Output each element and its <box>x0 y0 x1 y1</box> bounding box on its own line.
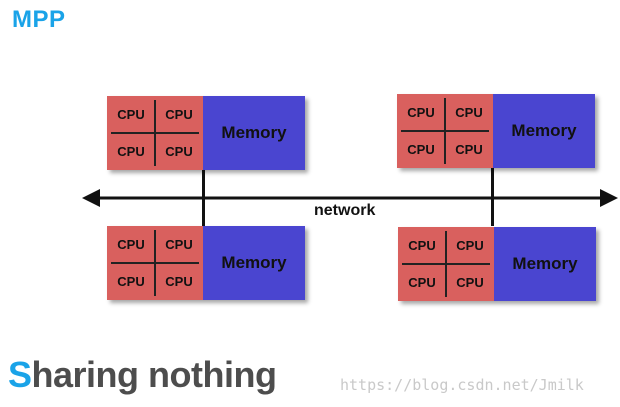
memory-block: Memory <box>203 96 305 170</box>
cpu-cell: CPU <box>456 238 484 253</box>
cpu-cell: CPU <box>407 105 435 120</box>
memory-block: Memory <box>494 227 596 301</box>
cpu-cell: CPU <box>165 237 193 252</box>
footer-caption: Sharing nothing <box>8 354 277 396</box>
cpu-group: CPU CPU CPU CPU <box>398 227 494 301</box>
connector-right <box>491 168 494 226</box>
cpu-cell: CPU <box>456 275 484 290</box>
connector-left <box>202 170 205 226</box>
cpu-cell: CPU <box>165 107 193 122</box>
footer-rest: haring nothing <box>31 354 277 395</box>
node-bottom-right: CPU CPU CPU CPU Memory <box>398 227 596 301</box>
cpu-cell: CPU <box>408 238 436 253</box>
cpu-cell: CPU <box>455 142 483 157</box>
cpu-cell: CPU <box>117 144 145 159</box>
cpu-cell: CPU <box>455 105 483 120</box>
cpu-cell: CPU <box>407 142 435 157</box>
cpu-group: CPU CPU CPU CPU <box>107 226 203 300</box>
watermark-url: https://blog.csdn.net/Jmilk <box>340 376 584 394</box>
node-top-right: CPU CPU CPU CPU Memory <box>397 94 595 168</box>
cpu-cell: CPU <box>165 274 193 289</box>
cpu-cell: CPU <box>165 144 193 159</box>
memory-block: Memory <box>493 94 595 168</box>
node-bottom-left: CPU CPU CPU CPU Memory <box>107 226 305 300</box>
memory-block: Memory <box>203 226 305 300</box>
footer-first-letter: S <box>8 354 32 395</box>
cpu-cell: CPU <box>117 107 145 122</box>
cpu-group: CPU CPU CPU CPU <box>107 96 203 170</box>
node-top-left: CPU CPU CPU CPU Memory <box>107 96 305 170</box>
cpu-cell: CPU <box>117 237 145 252</box>
slide-title: MPP <box>12 6 66 33</box>
network-label: network <box>312 202 378 220</box>
cpu-cell: CPU <box>117 274 145 289</box>
cpu-cell: CPU <box>408 275 436 290</box>
cpu-group: CPU CPU CPU CPU <box>397 94 493 168</box>
